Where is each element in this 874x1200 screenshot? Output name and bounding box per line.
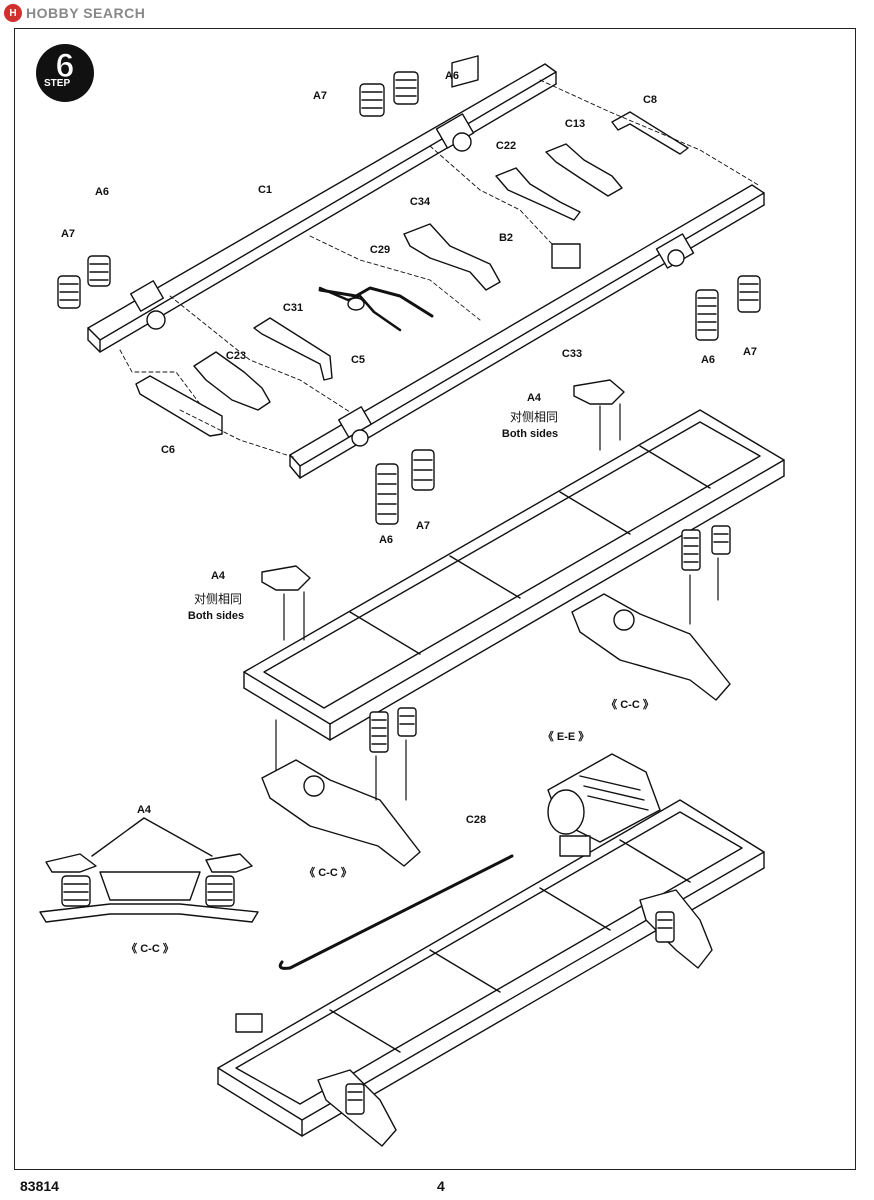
product-code: 83814 bbox=[20, 1178, 59, 1194]
spring-A7-right bbox=[737, 275, 761, 313]
both-sides-en: Both sides bbox=[501, 428, 559, 440]
label-A6: A6 bbox=[94, 186, 110, 198]
gearbox-E-E bbox=[547, 753, 661, 843]
spring-A6-bottom bbox=[375, 463, 399, 525]
section-C-C: 《 C-C 》 bbox=[126, 943, 174, 955]
label-A4: A4 bbox=[526, 392, 542, 404]
spring-A6-right bbox=[695, 289, 719, 341]
spring-A7-left bbox=[57, 275, 81, 309]
label-C8: C8 bbox=[642, 94, 658, 106]
label-C28: C28 bbox=[465, 814, 487, 826]
spring-A7-bottom bbox=[411, 449, 435, 491]
label-A7: A7 bbox=[60, 228, 76, 240]
page-number: 4 bbox=[437, 1178, 445, 1194]
label-C33: C33 bbox=[561, 348, 583, 360]
label-C23: C23 bbox=[225, 350, 247, 362]
spring-A7-top-left bbox=[359, 83, 385, 117]
section-E-E: 《 E-E 》 bbox=[542, 731, 590, 743]
label-A6: A6 bbox=[378, 534, 394, 546]
step-badge: 6 STEP bbox=[36, 44, 94, 102]
label-A4: A4 bbox=[136, 804, 152, 816]
spring-A6-top-left bbox=[393, 71, 419, 105]
label-C31: C31 bbox=[282, 302, 304, 314]
spring-A6-left bbox=[87, 255, 111, 287]
label-C13: C13 bbox=[564, 118, 586, 130]
label-C6: C6 bbox=[160, 444, 176, 456]
label-C29: C29 bbox=[369, 244, 391, 256]
label-C1: C1 bbox=[257, 184, 273, 196]
watermark-text: HOBBY SEARCH bbox=[26, 5, 146, 21]
label-C34: C34 bbox=[409, 196, 431, 208]
label-A7: A7 bbox=[312, 90, 328, 102]
section-C-C: 《 C-C 》 bbox=[304, 867, 352, 879]
side-detail bbox=[39, 817, 259, 923]
bottom-frame bbox=[217, 753, 765, 1147]
step-number: 6 bbox=[55, 47, 75, 86]
step-word: STEP bbox=[44, 78, 71, 89]
label-C22: C22 bbox=[495, 140, 517, 152]
section-C-C: 《 C-C 》 bbox=[606, 699, 654, 711]
label-B2: B2 bbox=[498, 232, 514, 244]
both-sides-cn: 对侧相同 bbox=[193, 592, 243, 606]
label-A6: A6 bbox=[700, 354, 716, 366]
middle-frame bbox=[243, 379, 785, 867]
label-A7: A7 bbox=[742, 346, 758, 358]
label-A4: A4 bbox=[210, 570, 226, 582]
top-frame bbox=[57, 55, 765, 525]
hobby-search-logo: H bbox=[4, 4, 22, 22]
both-sides-en: Both sides bbox=[187, 610, 245, 622]
label-C5: C5 bbox=[350, 354, 366, 366]
watermark: H HOBBY SEARCH bbox=[4, 4, 145, 22]
both-sides-cn: 对侧相同 bbox=[509, 410, 559, 424]
label-A7: A7 bbox=[415, 520, 431, 532]
label-A6: A6 bbox=[444, 70, 460, 82]
page-border bbox=[14, 28, 856, 1170]
